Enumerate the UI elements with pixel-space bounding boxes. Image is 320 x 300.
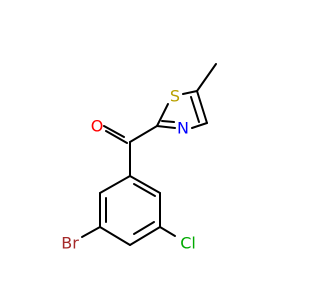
molecule-structure: O S N Br Cl — [61, 63, 217, 253]
bond-methyl — [196, 63, 217, 92]
bond-c5-c4-2 — [190, 96, 200, 123]
bond-n-c2-1 — [156, 125, 176, 129]
bond-ring-c1-c2 — [129, 175, 161, 194]
bond-ring-c4-c5 — [99, 226, 131, 246]
carbonyl-group — [103, 125, 158, 177]
atom-chlorine: Cl — [180, 234, 196, 253]
bond-s-c5 — [182, 90, 198, 95]
bond-carbonyl-double-2 — [103, 125, 125, 138]
thiazole-ring — [156, 63, 217, 129]
bond-c4-n — [191, 122, 208, 129]
bond-ring-c6-c1 — [99, 175, 131, 194]
bond-to-chlorine — [159, 226, 176, 237]
atom-nitrogen: N — [177, 119, 189, 138]
bond-ring-inner-2 — [133, 221, 155, 235]
benzene-ring — [99, 175, 161, 246]
bond-carbonyl-double-1 — [105, 130, 128, 144]
atom-sulfur: S — [170, 87, 180, 106]
bond-ring-inner-1 — [133, 183, 156, 197]
atom-oxygen: O — [91, 117, 104, 136]
atom-bromine: Br — [61, 234, 79, 253]
bond-carbonyl-to-thiazole — [129, 125, 158, 143]
bond-c2-s — [156, 103, 169, 127]
bond-to-bromine — [81, 226, 101, 238]
bond-ring-c3-c4 — [129, 226, 161, 246]
bond-n-c2-2 — [161, 120, 175, 123]
bond-c5-c4-1 — [196, 90, 208, 124]
